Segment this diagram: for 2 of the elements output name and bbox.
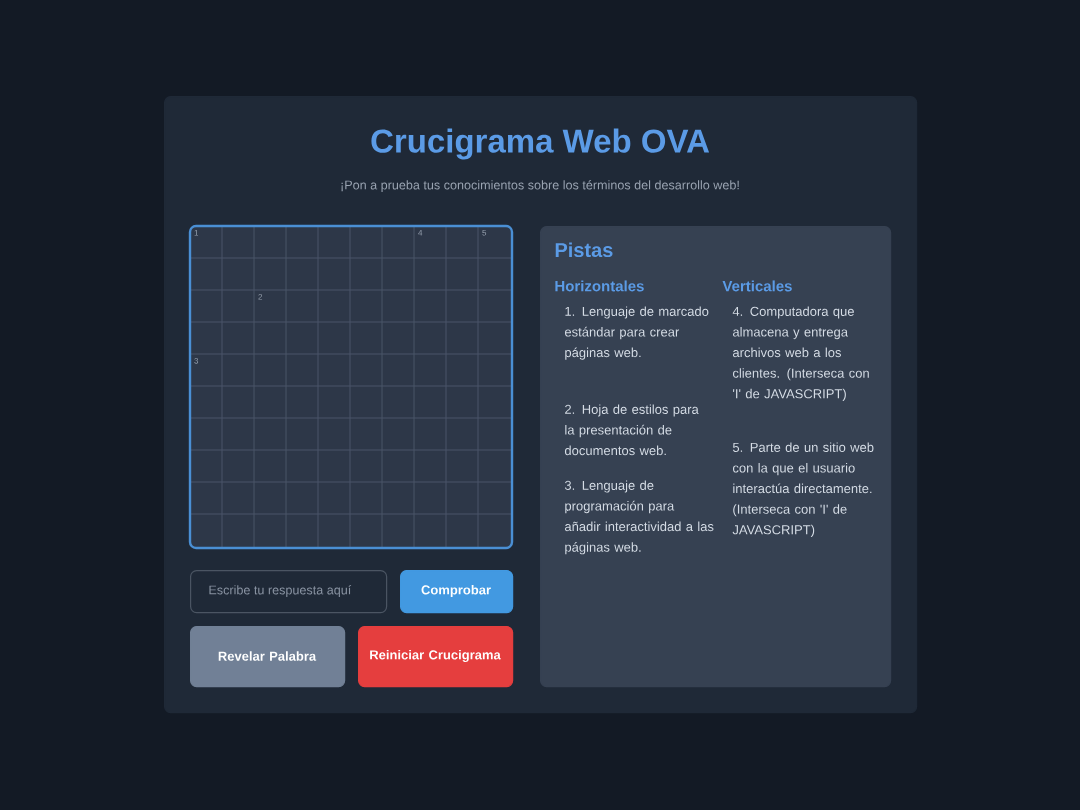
panel-heading: Pistas bbox=[555, 242, 613, 258]
title: Crucigrama Web OVA bbox=[371, 128, 710, 160]
